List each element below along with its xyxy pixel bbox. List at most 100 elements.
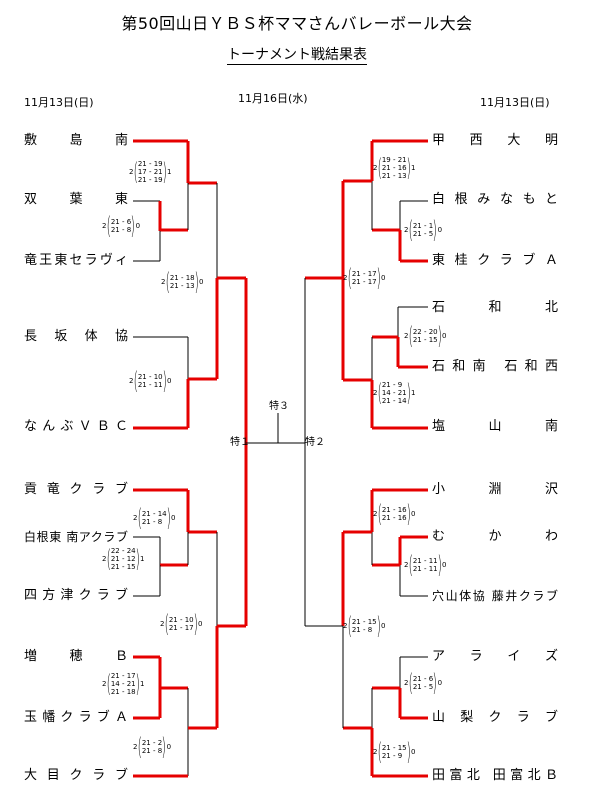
set-score: 21 - 6 <box>412 675 434 683</box>
bracket-close-icon: ) <box>193 610 198 638</box>
set-score: 21 - 17 <box>168 624 194 632</box>
team-left: 白根東 南アクラブ <box>24 530 128 544</box>
score-sets-won: 2 <box>404 561 409 569</box>
team-right: 石 和 北 <box>432 300 558 315</box>
set-score: 21 - 16 <box>381 514 407 522</box>
team-right: 石和南 石和西 <box>432 359 558 374</box>
team-left: 竜王東セラヴィ <box>24 253 128 268</box>
score-sets-lost: 0 <box>381 622 386 630</box>
score-sets-lost: 0 <box>411 510 416 518</box>
bracket-open-icon: ( <box>165 610 170 638</box>
bracket-close-icon: ) <box>376 264 381 292</box>
bracket-open-icon: ( <box>107 545 112 573</box>
set-score: 21 - 18 <box>169 274 195 282</box>
score-sets-lost: 1 <box>411 389 416 397</box>
set-score: 21 - 9 <box>381 381 403 389</box>
bracket-open-icon: ( <box>166 268 171 296</box>
team-right: 穴山体協 藤井クラブ <box>432 589 558 603</box>
team-left: 玉幡クラブＡ <box>24 710 128 725</box>
set-score: 21 - 19 <box>137 160 163 168</box>
team-left: 双 葉 東 <box>24 192 128 207</box>
team-left: 貢竜クラブ <box>24 482 128 497</box>
subtitle-text: トーナメント戦結果表 <box>227 47 367 65</box>
bracket-open-icon: ( <box>107 212 112 240</box>
score-sets-won: 2 <box>102 680 107 688</box>
set-score: 21 - 19 <box>137 176 163 184</box>
team-right: 東桂クラブＡ <box>432 253 558 268</box>
set-score: 21 - 8 <box>141 747 163 755</box>
set-score: 21 - 15 <box>351 618 377 626</box>
score-sets-won: 2 <box>129 168 134 176</box>
set-score: 21 - 17 <box>110 672 136 680</box>
score-sets-lost: 1 <box>167 168 172 176</box>
score-sets-won: 2 <box>133 743 138 751</box>
score-sets-won: 2 <box>102 555 107 563</box>
score-sets-lost: 0 <box>198 620 203 628</box>
set-score: 22 - 24 <box>110 547 136 555</box>
bracket-open-icon: ( <box>378 500 383 528</box>
team-left: 長 坂 体 協 <box>24 329 128 344</box>
bracket-close-icon: ) <box>376 612 381 640</box>
page-title: 第50回山日ＹＢＳ杯ママさんバレーボール大会 <box>121 14 473 33</box>
bracket-close-icon: ) <box>432 669 437 697</box>
score-sets-lost: 0 <box>199 278 204 286</box>
set-score: 17 - 21 <box>137 168 163 176</box>
bracket-open-icon: ( <box>409 322 414 350</box>
score-sets-lost: 0 <box>442 332 447 340</box>
set-score: 21 - 17 <box>351 278 377 286</box>
set-score: 21 - 8 <box>141 518 163 526</box>
bracket-open-icon: ( <box>409 216 414 244</box>
team-right: 塩 山 南 <box>432 419 558 434</box>
team-left: なんぶＶＢＣ <box>24 419 128 434</box>
team-left: 増 穂 Ｂ <box>24 649 128 664</box>
bracket-open-icon: ( <box>134 367 139 395</box>
score-sets-won: 2 <box>404 679 409 687</box>
bracket-open-icon: ( <box>348 264 353 292</box>
score-sets-lost: 0 <box>437 679 443 687</box>
set-score: 21 - 10 <box>137 373 163 381</box>
set-score: 21 - 6 <box>110 218 132 226</box>
team-right: 甲 西 大 明 <box>432 133 558 148</box>
set-score: 21 - 2 <box>141 739 163 747</box>
score-sets-lost: 1 <box>140 680 145 688</box>
score-sets-won: 2 <box>160 620 165 628</box>
bracket-close-icon: ) <box>406 154 411 182</box>
bracket-close-icon: ) <box>406 379 411 407</box>
team-right: む か わ <box>432 529 558 544</box>
set-score: 21 - 9 <box>381 752 403 760</box>
date-left: 11月13日(日) <box>24 96 94 109</box>
page-subtitle: トーナメント戦結果表 <box>0 44 594 65</box>
set-score: 21 - 17 <box>351 270 377 278</box>
score-sets-lost: 1 <box>140 555 145 563</box>
score-sets-lost: 0 <box>381 274 386 282</box>
bracket-open-icon: ( <box>409 551 414 579</box>
set-score: 19 - 21 <box>381 156 407 164</box>
score-sets-lost: 0 <box>442 561 447 569</box>
score-sets-lost: 0 <box>437 226 443 234</box>
score-sets-won: 2 <box>102 222 107 230</box>
bracket-open-icon: ( <box>138 733 143 761</box>
team-left: 四方津クラブ <box>24 588 128 603</box>
date-center: 11月16日(水) <box>238 92 308 105</box>
score-sets-won: 2 <box>161 278 166 286</box>
bracket-open-icon: ( <box>409 669 414 697</box>
score-sets-lost: 0 <box>411 748 416 756</box>
bracket-open-icon: ( <box>378 154 383 182</box>
score-sets-won: 2 <box>129 377 134 385</box>
bracket-close-icon: ) <box>166 504 171 532</box>
bracket-close-icon: ) <box>130 212 135 240</box>
bracket-open-icon: ( <box>378 738 383 766</box>
special1-label: 特１ <box>230 437 250 448</box>
date-right: 11月13日(日) <box>480 96 550 109</box>
set-score: 14 - 21 <box>110 680 136 688</box>
